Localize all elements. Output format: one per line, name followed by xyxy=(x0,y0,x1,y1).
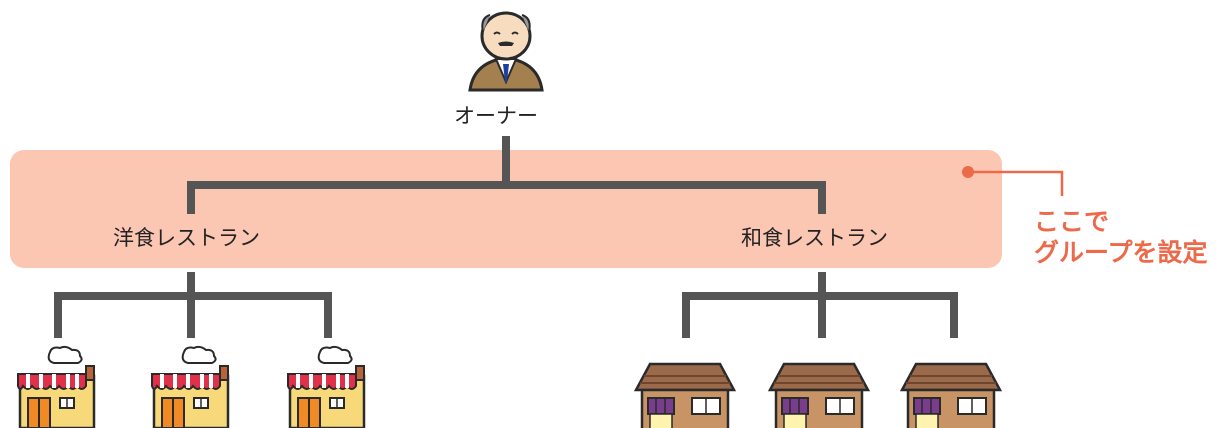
japanese-store-3-icon xyxy=(900,362,1002,428)
japanese-store-1-icon xyxy=(634,362,736,428)
japanese-store-2-icon xyxy=(768,362,870,428)
businessman-icon xyxy=(468,11,544,92)
callout-text: ここで グループを設定 xyxy=(1034,206,1208,268)
tree-connectors xyxy=(54,136,958,338)
callout-line-1: ここで xyxy=(1034,207,1110,236)
group-label-japanese: 和食レストラン xyxy=(741,226,888,250)
owner-label: オーナー xyxy=(454,104,538,128)
western-store-2-icon xyxy=(150,344,230,428)
western-store-1-icon xyxy=(16,344,96,428)
callout-line-2: グループを設定 xyxy=(1034,238,1208,267)
callout-connector xyxy=(962,166,1064,196)
group-label-western: 洋食レストラン xyxy=(113,226,260,250)
callout-line xyxy=(968,170,1064,196)
western-store-3-icon xyxy=(286,344,366,428)
